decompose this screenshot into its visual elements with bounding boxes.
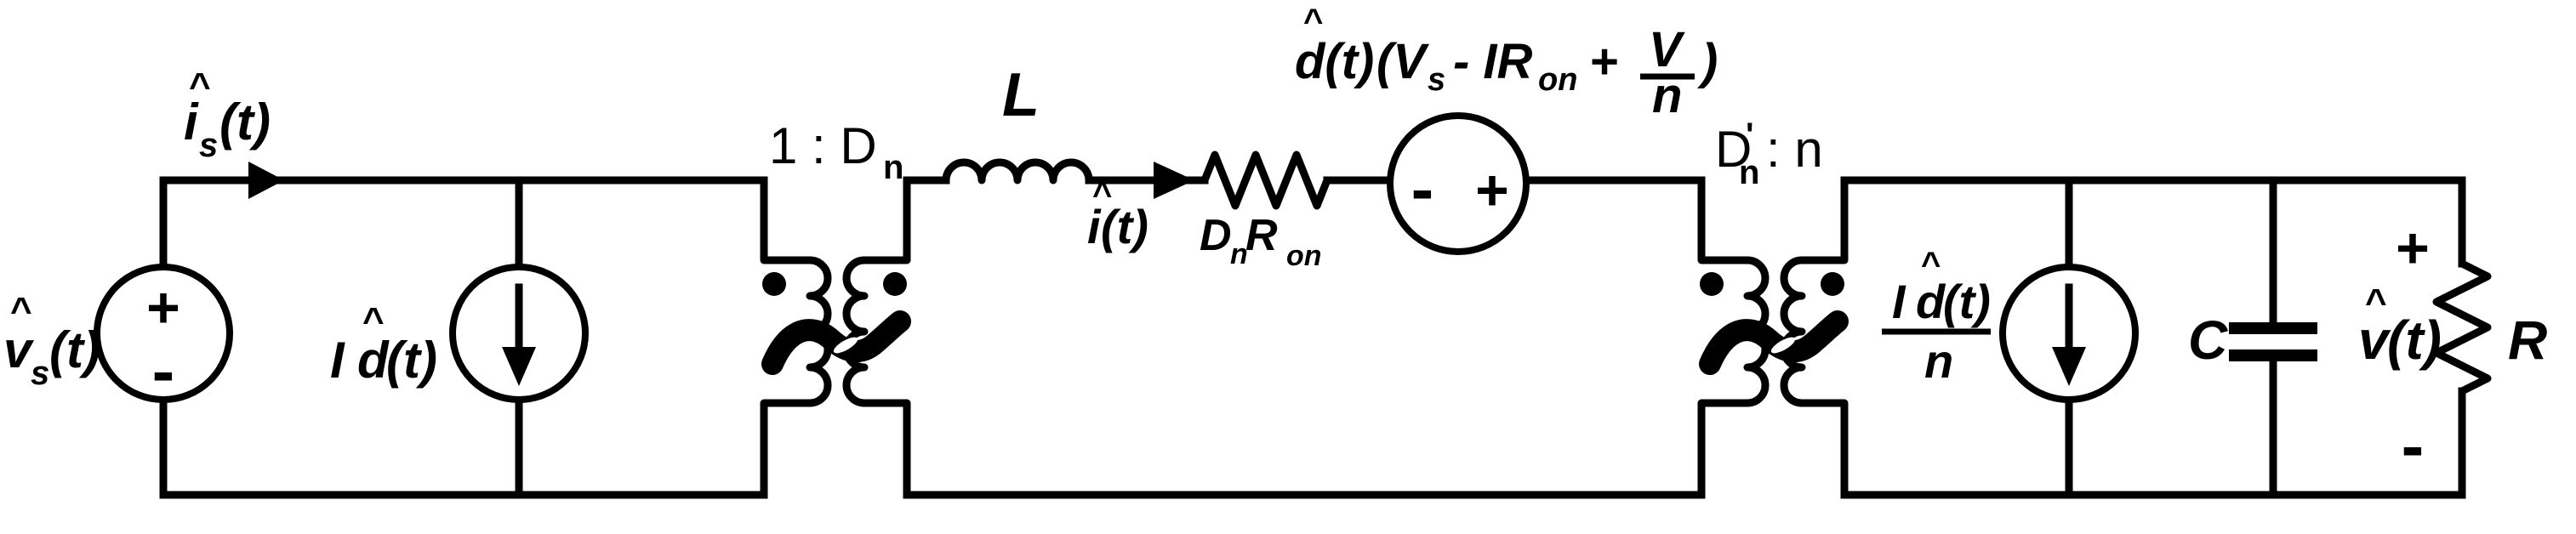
t-primary-bottom-lead: [760, 399, 814, 499]
output-plus-sign: +: [2396, 216, 2430, 281]
fraction-denominator: n: [1652, 68, 1682, 123]
label-inductor: L: [1002, 61, 1040, 129]
ratio-symbol: D: [1715, 121, 1752, 178]
subscript: s: [1428, 62, 1445, 98]
symbol: R: [1245, 211, 1278, 260]
argument: (t): [49, 321, 100, 378]
label-series-resistor: D n R on: [1200, 211, 1322, 272]
plus-operator: +: [1589, 34, 1618, 89]
wires: [159, 176, 2466, 499]
label-dependent-source-expression: ^ d(t) (V s - IR on + V n ): [1295, 3, 1718, 123]
down-arrow-icon: [2052, 347, 2086, 386]
symbol: D: [1200, 211, 1232, 260]
output-minus-sign: -: [2402, 408, 2425, 484]
subscript: s: [31, 355, 49, 392]
coefficient: I: [1892, 275, 1906, 328]
src-plus-sign: +: [1475, 158, 1509, 223]
symbol: v: [2358, 310, 2391, 371]
output-current-source: [1999, 264, 2139, 403]
transformer-2: [1700, 180, 1844, 495]
symbol: d: [357, 332, 390, 389]
label-input-current-source: I d ^ (t): [330, 300, 437, 389]
label-load-resistor: R: [2508, 310, 2547, 371]
vs-minus-sign: -: [152, 333, 175, 409]
fraction-denominator: n: [1924, 334, 1953, 388]
subscript: on: [1286, 240, 1322, 272]
t-secondary-winding: [842, 256, 869, 407]
prime-mark: ': [1746, 116, 1754, 154]
capacitor: [2229, 322, 2317, 361]
dependent-voltage-source: [1387, 112, 1530, 255]
symbol: i: [1087, 200, 1102, 253]
label-output-current-source: I d ^ (t) n: [1882, 246, 1991, 388]
argument: (t): [1101, 200, 1148, 253]
ribbon-hole: [833, 337, 858, 354]
t-secondary-lead: [860, 176, 911, 264]
hat-accent: ^: [189, 65, 211, 107]
subscript: on: [1538, 62, 1577, 98]
label-vs-source: ^ v s (t): [3, 290, 100, 392]
label-output-voltage: ^ v (t): [2358, 281, 2442, 371]
ratio-rest: : n: [1766, 121, 1823, 178]
label-is-current: ^ i s (t): [184, 65, 271, 164]
ideal-transformer-ribbon-icon: [777, 327, 894, 356]
hat-accent: ^: [2365, 281, 2387, 323]
argument: (t): [219, 94, 271, 151]
inductor: [942, 158, 1093, 185]
transformer-1: [760, 176, 911, 499]
input-current-source: [449, 264, 589, 403]
hat-accent: ^: [10, 290, 32, 332]
argument: (t): [1943, 275, 1991, 328]
t-primary-lead: [760, 176, 814, 264]
label-transformer1-ratio: 1 : D n: [769, 117, 903, 186]
src-minus-sign: -: [1411, 151, 1434, 227]
fraction-numerator: V: [1649, 22, 1685, 77]
polarity-dot-icon: [883, 272, 907, 296]
ratio-text: 1 : D: [769, 117, 877, 174]
hat-accent: ^: [1092, 176, 1112, 213]
symbol: v: [3, 321, 35, 378]
coefficient: I: [330, 332, 345, 389]
argument: (t): [2387, 310, 2442, 371]
close-paren: ): [1696, 34, 1718, 89]
series-resistor: [1200, 151, 1331, 210]
input-voltage-source: [94, 264, 233, 403]
subscript: n: [1230, 238, 1248, 270]
label-transformer2-ratio: D ' n : n: [1715, 116, 1823, 191]
hat-accent: ^: [1921, 246, 1941, 283]
open-paren: (V: [1376, 34, 1429, 89]
inductor-current-arrow-icon: [1154, 162, 1194, 199]
vs-plus-sign: +: [146, 276, 180, 340]
load-resistor: [2432, 259, 2492, 395]
ratio-subscript: n: [1739, 154, 1759, 191]
subscript: s: [199, 127, 218, 164]
down-arrow-icon: [502, 347, 536, 386]
coefficient: d(t): [1295, 34, 1374, 89]
label-inductor-current: ^ i (t): [1087, 176, 1148, 253]
symbol: i: [184, 94, 199, 151]
hat-accent: ^: [362, 300, 385, 342]
symbol: d: [1916, 275, 1946, 328]
t-secondary-bottom-lead: [860, 399, 911, 499]
label-capacitor: C: [2188, 310, 2228, 371]
hat-accent: ^: [1303, 3, 1323, 40]
minus-term: - IR: [1453, 34, 1533, 89]
ratio-subscript: n: [883, 149, 903, 186]
is-current-arrow-icon: [248, 162, 284, 199]
polarity-dot-icon: [762, 272, 786, 296]
argument: (t): [386, 332, 437, 389]
